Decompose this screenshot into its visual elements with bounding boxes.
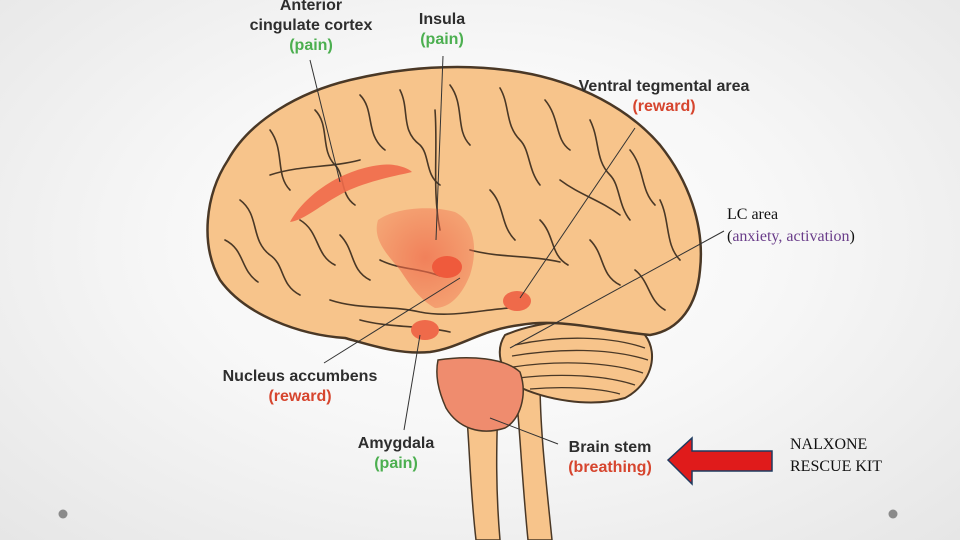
acc-role: (pain) <box>289 37 333 54</box>
rescue-line2: RESCUE KIT <box>790 458 882 475</box>
dot-icon <box>58 509 68 519</box>
brain-stem-highlight <box>436 356 524 432</box>
vta-role: (reward) <box>632 98 696 115</box>
label-ventral-tegmental-area: Ventral tegmental area (reward) <box>560 77 768 117</box>
insula-highlight <box>376 208 475 308</box>
acc-name-line2: cingulate cortex <box>249 17 373 34</box>
amygdala-role: (pain) <box>374 455 418 472</box>
insula-name: Insula <box>418 11 466 28</box>
sulci <box>224 84 681 333</box>
lc-roles-line: (anxiety, activation) <box>727 226 855 248</box>
amygdala-spot <box>411 320 439 340</box>
vta-spot <box>503 291 531 311</box>
lc-roles: anxiety, activation <box>732 228 850 245</box>
brainstem-role: (breathing) <box>568 459 652 476</box>
insula-role: (pain) <box>420 31 464 48</box>
label-amygdala: Amygdala (pain) <box>346 434 446 474</box>
nacc-name: Nucleus accumbens <box>222 368 378 385</box>
vta-name: Ventral tegmental area <box>578 78 750 95</box>
cerebellum-folds <box>511 337 649 395</box>
rescue-kit-label: NALXONE RESCUE KIT <box>790 434 882 478</box>
lc-close-paren: ) <box>849 228 855 245</box>
lc-open-paren: ( <box>727 228 733 245</box>
rescue-line1: NALXONE <box>790 436 868 453</box>
amygdala-name: Amygdala <box>357 435 435 452</box>
label-lc-area: LC area (anxiety, activation) <box>727 204 855 248</box>
label-anterior-cingulate-cortex: Anterior cingulate cortex (pain) <box>236 0 386 56</box>
spinal-cord-right <box>514 379 553 540</box>
label-insula: Insula (pain) <box>404 10 480 50</box>
brainstem-name: Brain stem <box>568 439 652 456</box>
acc-name-line1: Anterior <box>279 0 343 14</box>
label-brain-stem: Brain stem (breathing) <box>556 438 664 478</box>
label-nucleus-accumbens: Nucleus accumbens (reward) <box>207 367 393 407</box>
lc-title: LC area <box>727 206 779 223</box>
cerebrum <box>206 65 703 354</box>
nacc-role: (reward) <box>268 388 332 405</box>
dot-icon <box>888 509 898 519</box>
leader-lines <box>309 55 725 445</box>
left-arrow-icon <box>666 436 773 486</box>
anterior-cingulate-highlight <box>290 164 412 222</box>
insula-spot <box>432 256 462 278</box>
